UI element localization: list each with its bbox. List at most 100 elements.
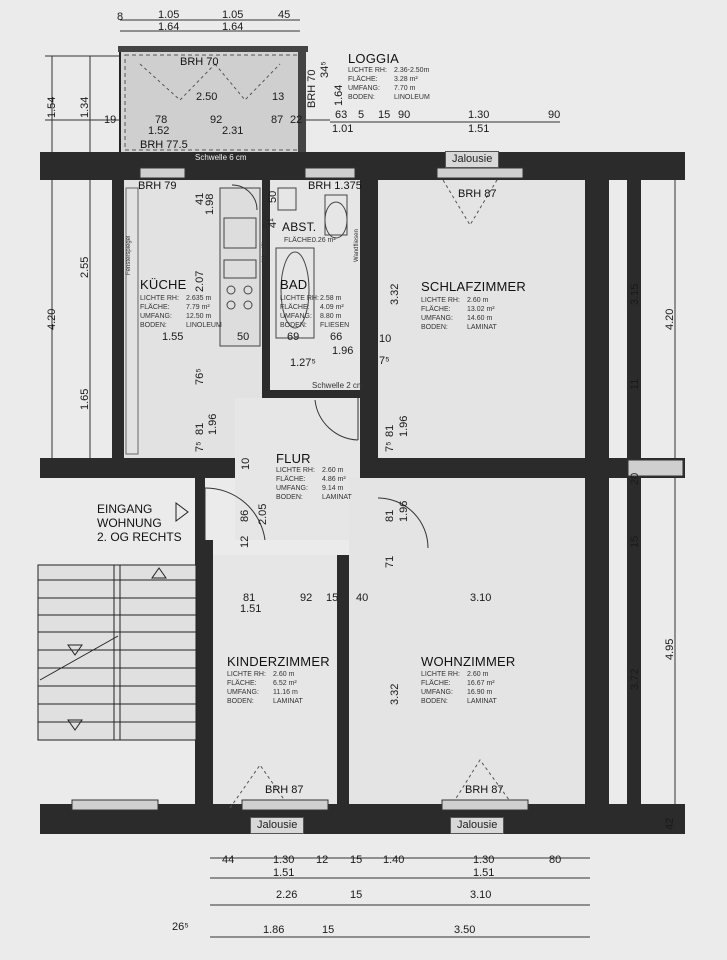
dim-rv-495: 4.95	[664, 638, 676, 660]
dim-m-40: 40	[356, 592, 369, 604]
room-name-bad: BAD	[280, 277, 308, 292]
dim-iv-205: 2.05	[257, 503, 269, 525]
dim-loggia-13: 13	[272, 91, 285, 103]
brh-wohn: BRH 87	[465, 784, 504, 796]
dim-b3-226: 2.26	[276, 889, 298, 901]
brh-loggia-top: BRH 70	[180, 56, 219, 68]
room-name-loggia: LOGGIA	[348, 51, 400, 66]
dim-iv-12: 12	[239, 535, 251, 548]
dim-loggia-78: 78	[155, 114, 168, 126]
dim-iv-196a: 1.96	[207, 413, 219, 435]
jalousie-label-kinder: Jalousie	[250, 817, 305, 834]
dim-m-310: 3.10	[470, 592, 492, 604]
dim-loggia-152: 1.52	[148, 125, 170, 137]
dim-iv-10: 10	[240, 457, 252, 470]
room-name-kueche: KÜCHE	[140, 277, 187, 292]
dim-iv-50: 50	[267, 190, 279, 203]
dim-iv-765: 76⁵	[194, 368, 206, 385]
dim-rt-130: 1.30	[468, 109, 490, 121]
dim-rt-90a: 90	[398, 109, 411, 121]
dim-m-92: 92	[300, 592, 313, 604]
dim-b1-130b: 1.30	[473, 854, 495, 866]
dim-rv-15: 15	[629, 535, 641, 548]
dim-iv-81a: 81	[194, 422, 206, 435]
dim-rv-420: 4.20	[664, 308, 676, 330]
dim-rv-20: 20	[629, 472, 641, 485]
dim-iv-196c: 1.96	[398, 500, 410, 522]
dim-iv-75b: 7⁵	[384, 441, 396, 452]
jalousie-label-schlaf: Jalousie	[445, 151, 500, 168]
dim-iv-196b: 1.96	[398, 415, 410, 437]
dim-loggia-22: 22	[290, 114, 303, 126]
dim-b1-15: 15	[350, 854, 363, 866]
dim-m-15: 15	[326, 592, 339, 604]
window-marks	[139, 63, 516, 809]
dim-m-81: 81	[243, 592, 256, 604]
dim-b-196: 1.96	[332, 345, 354, 357]
dim-lv-134: 1.34	[79, 96, 91, 118]
loggia	[118, 46, 308, 156]
dim-rt-151: 1.51	[468, 123, 490, 135]
dim-lv-165: 1.65	[79, 388, 91, 410]
kitchen-counter	[125, 187, 261, 455]
dim-top-164b: 1.64	[222, 21, 244, 33]
dim-loggia-19: 19	[104, 114, 117, 126]
dim-loggia-87: 87	[271, 114, 284, 126]
dim-b1-80: 80	[549, 854, 562, 866]
dim-iv-332a: 3.32	[389, 283, 401, 305]
entrance-arrow-icon	[175, 502, 189, 522]
dim-b1-140: 1.40	[383, 854, 405, 866]
dim-b4-15: 15	[322, 924, 335, 936]
dim-lv-255: 2.55	[79, 256, 91, 278]
dim-b-66: 66	[330, 331, 343, 343]
brh-kueche: BRH 79	[138, 180, 177, 192]
room-info-flur: LICHTE RH:2.60 m FLÄCHE:4.86 m² UMFANG:9…	[276, 467, 352, 501]
dim-iv-81c: 81	[384, 509, 396, 522]
dim-b3-310: 3.10	[470, 889, 492, 901]
room-name-flur: FLUR	[276, 451, 311, 466]
bath-fixtures	[275, 187, 348, 339]
wandfliesen-label-1: Wandfliesen	[262, 229, 268, 262]
dim-rt-15: 15	[378, 109, 391, 121]
staircase	[37, 564, 197, 741]
dim-b4-265: 26⁵	[172, 921, 189, 933]
room-name-schlaf: SCHLAFZIMMER	[421, 279, 526, 294]
jalousie-label-wohn: Jalousie	[450, 817, 505, 834]
dim-iv-75a: 7⁵	[194, 441, 206, 452]
dim-rv-315: 3.15	[629, 283, 641, 305]
rooms	[124, 180, 585, 804]
dim-top-105b: 1.05	[222, 9, 244, 21]
dim-lv-154: 1.54	[46, 96, 58, 118]
dim-b4-350: 3.50	[454, 924, 476, 936]
dim-top-8: 8	[117, 11, 124, 23]
dim-top-45: 45	[278, 9, 291, 21]
room-info-abst: FLÄCHE:0.26 m²	[284, 237, 336, 244]
dim-lv-420: 4.20	[46, 308, 58, 330]
dim-loggia-250: 2.50	[196, 91, 218, 103]
doors	[204, 184, 429, 549]
fensterspiegel-label: Fensterspiegel	[126, 235, 132, 275]
dim-b4-186: 1.86	[263, 924, 285, 936]
brh-kinder: BRH 87	[265, 784, 304, 796]
room-name-abst: ABST.	[282, 220, 317, 234]
room-name-wohn: WOHNZIMMER	[421, 654, 516, 669]
dim-b1-12: 12	[316, 854, 329, 866]
schwelle-loggia: Schwelle 6 cm	[195, 153, 247, 162]
wandfliesen-label-2: Wandfliesen	[354, 229, 360, 262]
dim-k-50: 50	[237, 331, 250, 343]
dim-iv-207: 2.07	[194, 270, 206, 292]
dim-iv-brh70: BRH 70	[306, 69, 318, 108]
dim-iv-164: 1.64	[333, 84, 345, 106]
dim-b-10: 10	[379, 333, 392, 345]
brh-bad: BRH 1.375	[308, 180, 362, 192]
dim-b1-44: 44	[222, 854, 235, 866]
dim-b-75: 7⁵	[379, 355, 390, 367]
room-name-kinder: KINDERZIMMER	[227, 654, 330, 669]
brh-schlaf: BRH 87	[458, 188, 497, 200]
dim-iv-332b: 3.32	[389, 683, 401, 705]
dim-b-1275: 1.27⁵	[290, 357, 316, 369]
room-info-schlaf: LICHTE RH:2.60 m FLÄCHE:13.02 m² UMFANG:…	[421, 297, 497, 331]
dim-rv-42: 42	[664, 817, 676, 830]
brh-loggia-bottom: BRH 77.5	[140, 139, 188, 151]
